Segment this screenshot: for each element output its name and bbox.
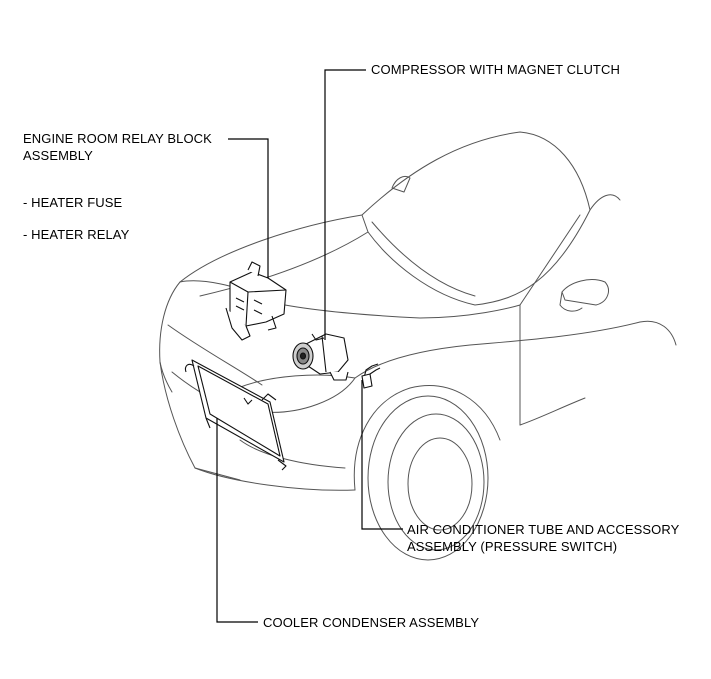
- compressor-drawing: [293, 334, 348, 380]
- heater-relay-label: - HEATER RELAY: [23, 226, 129, 243]
- ac-tube-label-line2: ASSEMBLY (PRESSURE SWITCH): [407, 538, 617, 555]
- car-outline: [160, 132, 676, 560]
- leader-line-compressor: [325, 70, 366, 340]
- leader-line-relay-block: [228, 139, 268, 278]
- ac-tube-drawing: [362, 364, 380, 388]
- heater-fuse-label: - HEATER FUSE: [23, 194, 122, 211]
- leader-line-ac-tube: [362, 380, 403, 529]
- relay-block-label-line2: ASSEMBLY: [23, 147, 93, 164]
- condenser-drawing: [185, 360, 286, 470]
- relay-block-label-line1: ENGINE ROOM RELAY BLOCK: [23, 130, 212, 147]
- compressor-label: COMPRESSOR WITH MAGNET CLUTCH: [371, 61, 620, 78]
- ac-tube-label-line1: AIR CONDITIONER TUBE AND ACCESSORY: [407, 521, 679, 538]
- leader-line-condenser: [217, 418, 258, 622]
- condenser-label: COOLER CONDENSER ASSEMBLY: [263, 614, 479, 631]
